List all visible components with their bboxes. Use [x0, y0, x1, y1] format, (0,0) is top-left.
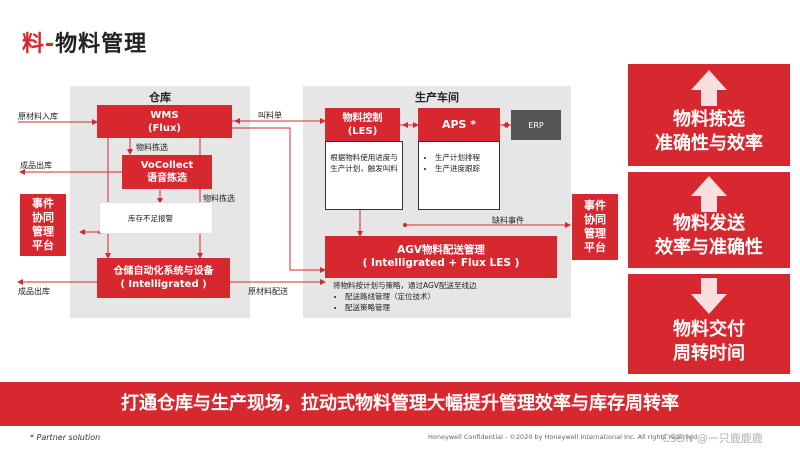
right-card-1-line2: 准确性与效率	[655, 133, 763, 154]
agv-desc: 将物料按计划与策略，通过AGV配送至线边	[333, 281, 477, 290]
right-card-1: 物料拣选 准确性与效率	[628, 64, 790, 166]
stock-alert-label: 库存不足报警	[128, 213, 173, 223]
vocollect-line1: VoCollect	[140, 160, 194, 171]
footer-partner-note: * Partner solution	[30, 433, 101, 442]
agv-line1: AGV物料配送管理	[397, 244, 485, 256]
watermark: CSDN @一只鹿鹿鹿	[662, 432, 763, 445]
erp-box[interactable]: ERP	[511, 110, 561, 140]
les-line1: 物料控制	[342, 112, 383, 124]
vocollect-box[interactable]: VoCollect 语音拣选	[122, 155, 212, 189]
call-label: 叫料单	[258, 111, 282, 120]
up-arrow-icon-1	[691, 70, 727, 106]
side-left-3: 管理	[32, 225, 54, 238]
wms-box[interactable]: WMS (Flux)	[97, 105, 232, 138]
les-box[interactable]: 物料控制 (LES)	[325, 108, 400, 141]
automation-line2: ( Intelligrated )	[120, 279, 207, 290]
automation-line1: 仓储自动化系统与设备	[113, 266, 214, 277]
side-left-4: 平台	[32, 239, 54, 252]
right-card-3-line1: 物料交付	[673, 319, 745, 340]
down-arrow-icon	[691, 278, 727, 314]
aps-item-2: 生产进度跟踪	[435, 163, 495, 174]
automation-box[interactable]: 仓储自动化系统与设备 ( Intelligrated )	[97, 258, 230, 298]
side-left-1: 事件	[32, 197, 54, 210]
les-desc-box: 根据物料使用进度与生产计划，触发叫料	[325, 141, 403, 210]
side-right-3: 管理	[584, 227, 606, 240]
title-accent: 料-	[22, 32, 56, 57]
title-main: 物料管理	[55, 32, 148, 57]
erp-label: ERP	[528, 120, 544, 130]
wms-line1: WMS	[150, 109, 179, 121]
shortage-label: 缺料事件	[492, 216, 524, 225]
stock-alert-card: 库存不足报警	[100, 203, 212, 233]
warehouse-title: 仓库	[149, 91, 171, 104]
agv-box[interactable]: AGV物料配送管理 ( Intelligrated + Flux LES )	[325, 236, 557, 278]
aps-label: APS *	[441, 118, 477, 131]
wms-line2: (Flux)	[148, 122, 181, 134]
vocollect-line2: 语音拣选	[147, 173, 187, 184]
workshop-title: 生产车间	[415, 91, 459, 104]
bottom-banner: 打通仓库与生产现场，拉动式物料管理大幅提升管理效率与库存周转率	[0, 382, 800, 426]
event-platform-right[interactable]: 事件 协同 管理 平台	[572, 194, 618, 260]
side-right-2: 协同	[584, 213, 606, 226]
raw-in-label: 原材料入库	[18, 112, 58, 121]
right-card-3: 物料交付 周转时间	[628, 274, 790, 374]
agv-desc-box: 将物料按计划与策略，通过AGV配送至线边 配送路线管理（定位技术） 配送策略管理	[325, 278, 557, 314]
les-line2: (LES)	[347, 125, 378, 137]
raw-delivery-label: 原材料配送	[248, 287, 288, 296]
aps-box[interactable]: APS *	[418, 108, 500, 141]
les-desc: 根据物料使用进度与生产计划，触发叫料	[330, 153, 398, 173]
picking-label-2: 物料拣选	[203, 194, 235, 203]
agv-item-1: 配送路线管理（定位技术）	[345, 291, 549, 302]
side-right-1: 事件	[584, 199, 606, 212]
right-card-1-line1: 物料拣选	[673, 109, 745, 130]
right-card-3-line2: 周转时间	[673, 343, 745, 364]
side-left-2: 协同	[32, 211, 54, 224]
right-card-2-line1: 物料发送	[673, 213, 745, 234]
finished-out-2: 成品出库	[18, 287, 50, 296]
agv-item-2: 配送策略管理	[345, 302, 549, 313]
side-right-4: 平台	[584, 241, 606, 254]
right-card-2: 物料发送 效率与准确性	[628, 172, 790, 268]
right-card-2-line2: 效率与准确性	[655, 237, 763, 258]
agv-line2: ( Intelligrated + Flux LES )	[362, 257, 520, 269]
aps-desc-box: 生产计划排程 生产进度跟踪	[418, 141, 500, 210]
up-arrow-icon-2	[691, 176, 727, 212]
aps-item-1: 生产计划排程	[435, 152, 495, 163]
picking-label-1: 物料拣选	[136, 143, 168, 152]
footer-copyright: Honeywell Confidential - ©2020 by Honeyw…	[428, 433, 700, 441]
event-platform-left[interactable]: 事件 协同 管理 平台	[20, 194, 66, 256]
page-title: 料-物料管理	[22, 26, 147, 58]
finished-out-1: 成品出库	[20, 161, 52, 170]
